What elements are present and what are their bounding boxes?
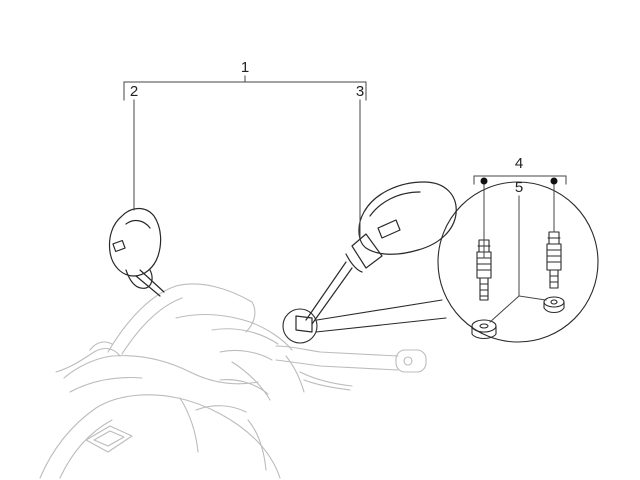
nut-right (543, 296, 565, 314)
right-mirror (295, 181, 457, 333)
callout-1: 1 (241, 59, 249, 76)
callout-4-dot-left (480, 177, 488, 185)
bolt-right (546, 231, 562, 289)
callout-5: 5 (515, 179, 523, 196)
callout-3: 3 (356, 83, 364, 100)
bolt-detail-view (315, 181, 599, 343)
callout-4: 4 (515, 155, 523, 172)
callout-4-dot-right (550, 177, 558, 185)
scooter-front-silhouette (39, 283, 427, 479)
nut-left (471, 319, 497, 340)
callout-2: 2 (130, 83, 138, 100)
left-mirror (108, 207, 165, 297)
callout-leaders (123, 75, 567, 323)
mount-detail-circle (282, 308, 318, 344)
